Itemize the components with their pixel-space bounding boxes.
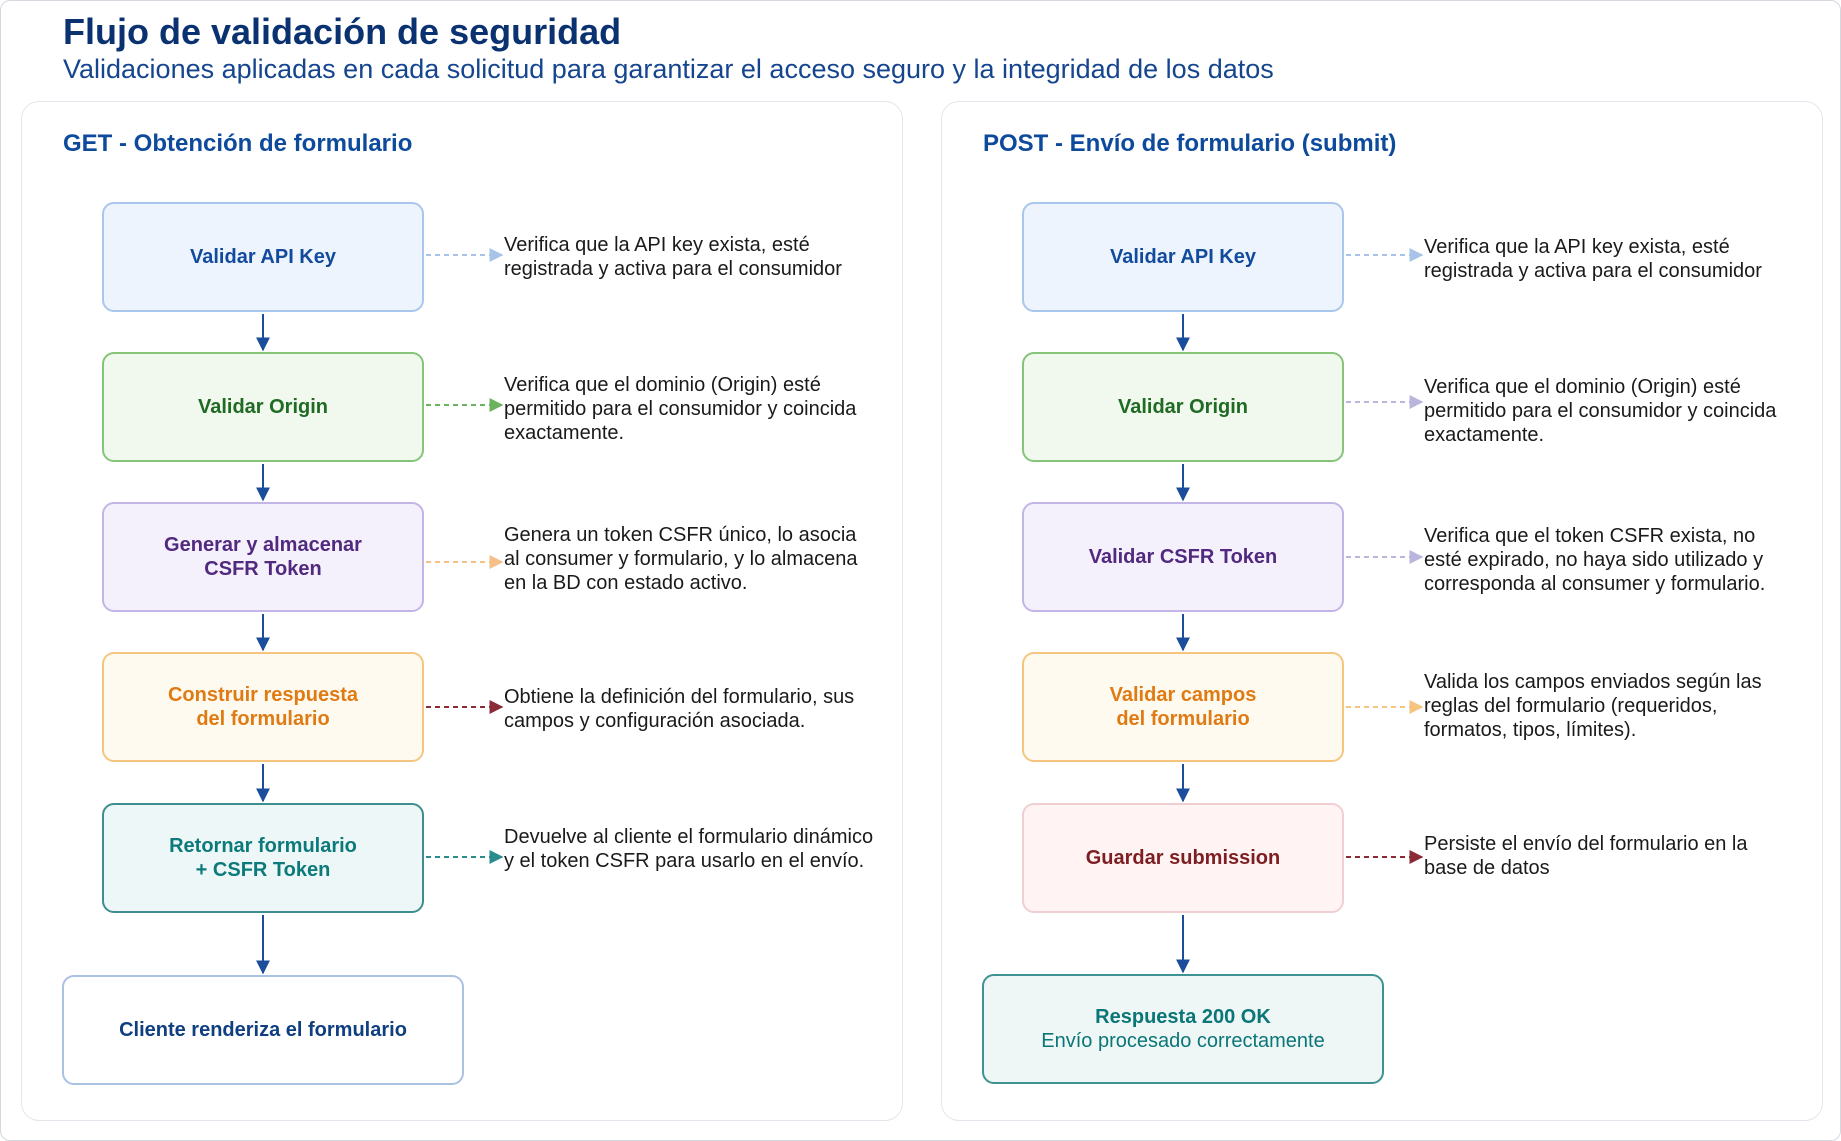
post-step-description: Verifica que la API key exista, esté reg… [1424, 236, 1762, 282]
page-subtitle: Validaciones aplicadas en cada solicitud… [63, 54, 1274, 84]
get-step-description: Devuelve al cliente el formulario dinámi… [504, 826, 874, 872]
page-title: Flujo de validación de seguridad [63, 11, 622, 52]
post-step-validate-api-key: Validar API Key [1022, 202, 1344, 312]
get-step-label: Generar y almacenar CSFR Token [164, 534, 362, 580]
get-step-description: Verifica que el dominio (Origin) esté pe… [504, 374, 857, 444]
get-final-client-renders: Cliente renderiza el formulario [62, 975, 464, 1085]
get-step-label: Construir respuesta del formulario [167, 684, 359, 730]
post-step-description: Persiste el envío del formulario en la b… [1424, 833, 1748, 879]
get-flow-panel: GET - Obtención de formulario Validar AP… [21, 101, 903, 1121]
get-step-validate-api-key: Validar API Key [102, 202, 424, 312]
post-final-label: Respuesta 200 OK [1095, 1006, 1271, 1028]
get-step-description: Obtiene la definición del formulario, su… [504, 686, 855, 732]
post-step-save-submission: Guardar submission [1022, 803, 1344, 913]
post-step-description: Verifica que el token CSFR exista, no es… [1424, 525, 1766, 595]
post-step-description: Verifica que el dominio (Origin) esté pe… [1424, 376, 1777, 446]
post-step-validate-fields: Validar campos del formulario [1022, 652, 1344, 762]
post-panel-title: POST - Envío de formulario (submit) [983, 130, 1397, 157]
post-step-description: Valida los campos enviados según las reg… [1424, 671, 1762, 741]
get-step-label: Retornar formulario + CSFR Token [169, 835, 357, 881]
get-flow-connectors [256, 248, 504, 975]
get-step-return-form: Retornar formulario + CSFR Token [102, 803, 424, 913]
post-flow-connectors [1176, 248, 1424, 974]
get-final-label: Cliente renderiza el formulario [119, 1019, 407, 1041]
get-step-description: Verifica que la API key exista, esté reg… [504, 234, 842, 280]
get-step-validate-origin: Validar Origin [102, 352, 424, 462]
get-step-description: Genera un token CSFR único, lo asocia al… [504, 524, 858, 594]
post-step-label: Validar CSFR Token [1088, 546, 1278, 568]
post-step-label: Validar campos del formulario [1109, 684, 1257, 730]
post-step-label: Guardar submission [1085, 847, 1281, 869]
post-step-validate-token: Validar CSFR Token [1022, 502, 1344, 612]
get-step-generate-token: Generar y almacenar CSFR Token [102, 502, 424, 612]
get-panel-title: GET - Obtención de formulario [63, 130, 413, 157]
post-step-label: Validar Origin [1117, 396, 1249, 418]
get-step-label: Validar API Key [190, 246, 336, 268]
post-step-label: Validar API Key [1110, 246, 1256, 268]
post-final-sublabel: Envío procesado correctamente [1041, 1030, 1325, 1052]
post-final-response-ok: Respuesta 200 OK Envío procesado correct… [982, 974, 1384, 1084]
get-step-build-response: Construir respuesta del formulario [102, 652, 424, 762]
get-step-label: Validar Origin [197, 396, 329, 418]
post-step-validate-origin: Validar Origin [1022, 352, 1344, 462]
post-flow-panel: POST - Envío de formulario (submit) Vali… [941, 101, 1823, 1121]
